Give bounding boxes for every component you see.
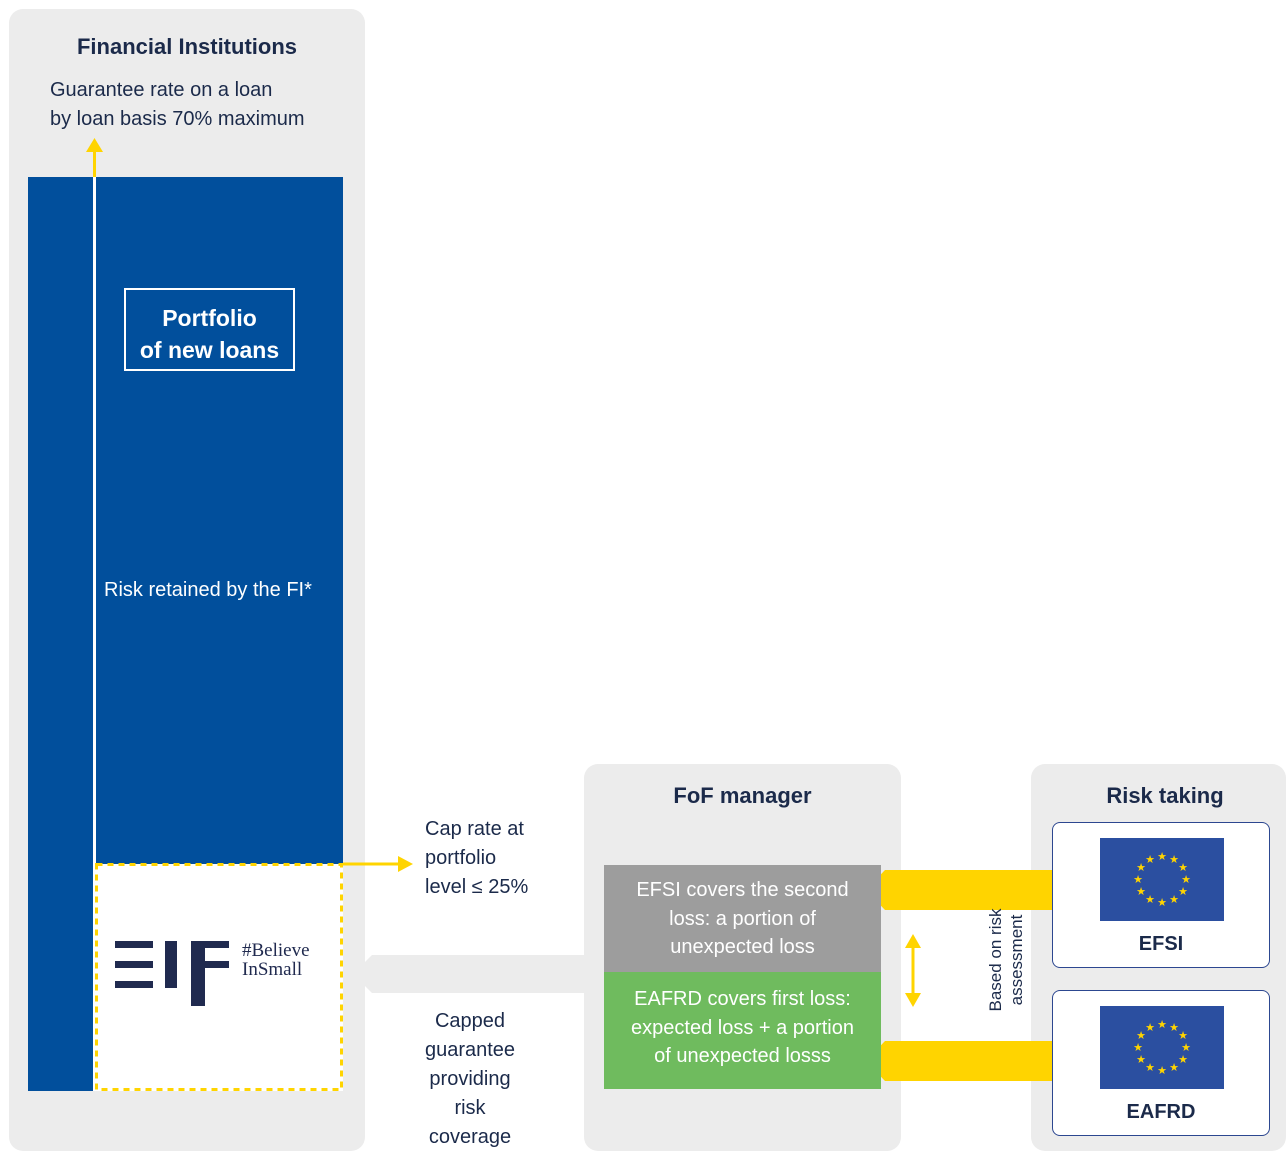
svg-text:★: ★	[1145, 853, 1155, 866]
guarantee-rate-line-1: Guarantee rate on a loan	[50, 79, 273, 101]
svg-text:★: ★	[1145, 1061, 1155, 1074]
capped-guarantee-arrow	[353, 955, 584, 993]
risk-assessment-arrow-up	[905, 934, 921, 948]
svg-text:★: ★	[1178, 861, 1188, 874]
svg-text:★: ★	[1145, 1021, 1155, 1034]
eif-guarantee-area	[96, 864, 343, 1091]
efsi-box-line-3: unexpected loss	[670, 936, 815, 958]
svg-text:★: ★	[1169, 1061, 1179, 1074]
eafrd-box-line-2: expected loss + a portion	[631, 1016, 854, 1039]
eif-dotted-border	[95, 863, 343, 1091]
cap-rate-line-3: level ≤ 25%	[425, 876, 529, 898]
portfolio-line-1: Portfolio	[162, 305, 257, 331]
capped-line-2: guarantee	[424, 1039, 516, 1061]
guarantee-rate-text: Guarantee rate on a loan by loan basis 7…	[50, 76, 360, 134]
believe-in-small-text: #Believe InSmall	[242, 941, 310, 979]
capped-line-3: providing	[429, 1068, 511, 1090]
eafrd-label: EAFRD	[1126, 1101, 1196, 1123]
eu-stars-circle-icon: ★ ★ ★ ★ ★ ★ ★ ★ ★ ★ ★ ★	[1100, 838, 1224, 921]
insmall-line: InSmall	[242, 959, 303, 980]
eafrd-to-fof-arrow	[866, 1041, 1052, 1081]
portfolio-divider-line	[93, 177, 96, 1091]
svg-text:★: ★	[1157, 1018, 1167, 1031]
svg-text:★: ★	[1136, 1029, 1146, 1042]
svg-text:★: ★	[1145, 893, 1155, 906]
guarantee-arrow-head	[86, 138, 103, 152]
svg-text:★: ★	[1136, 861, 1146, 874]
svg-text:★: ★	[1169, 1021, 1179, 1034]
svg-text:★: ★	[1178, 885, 1188, 898]
cap-rate-arrow-head	[398, 856, 413, 872]
efsi-to-fof-arrow	[866, 870, 1052, 910]
eif-logo: #Believe InSmall	[115, 941, 330, 1007]
svg-text:★: ★	[1157, 850, 1167, 863]
believe-line: #Believe	[242, 940, 310, 961]
eu-stars-circle-icon: ★ ★ ★ ★ ★ ★ ★ ★ ★ ★ ★ ★	[1100, 1006, 1224, 1089]
svg-text:★: ★	[1181, 1041, 1191, 1054]
eafrd-box-line-1: EAFRD covers first loss:	[634, 988, 851, 1010]
eafrd-flag-box: ★ ★ ★ ★ ★ ★ ★ ★ ★ ★ ★ ★ EAFRD	[1052, 990, 1270, 1136]
svg-text:★: ★	[1169, 853, 1179, 866]
cap-rate-text: Cap rate at portfolio level ≤ 25%	[425, 815, 565, 902]
efsi-flag-box: ★ ★ ★ ★ ★ ★ ★ ★ ★ ★ ★ ★ EFSI	[1052, 822, 1270, 968]
svg-text:★: ★	[1136, 1053, 1146, 1066]
financial-institutions-title: Financial Institutions	[76, 34, 297, 59]
cap-rate-line-1: Cap rate at	[425, 818, 524, 840]
risk-assessment-arrow-down	[905, 993, 921, 1007]
svg-text:★: ★	[1133, 873, 1143, 886]
based-line-1: Based on risk	[986, 908, 1005, 1012]
efsi-box-line-1: EFSI covers the second	[636, 879, 849, 901]
svg-text:★: ★	[1178, 1053, 1188, 1066]
svg-text:★: ★	[1157, 896, 1167, 909]
cap-rate-line-2: portfolio	[425, 847, 497, 869]
svg-text:★: ★	[1136, 885, 1146, 898]
capped-line-4: risk	[454, 1097, 486, 1119]
capped-guarantee-text: Capped guarantee providing risk coverage	[400, 1007, 540, 1152]
guarantee-rate-line-2: by loan basis 70% maximum	[50, 108, 305, 130]
efsi-second-loss-box: EFSI covers the second loss: a portion o…	[604, 865, 881, 972]
portfolio-of-new-loans-box: Portfolio of new loans	[124, 288, 295, 371]
svg-text:★: ★	[1178, 1029, 1188, 1042]
based-line-2: assessment	[1007, 914, 1026, 1006]
eif-logo-mark	[115, 941, 229, 1006]
eafrd-first-loss-box: EAFRD covers first loss: expected loss +…	[604, 972, 881, 1089]
svg-text:★: ★	[1157, 1064, 1167, 1077]
eu-flag-icon: ★ ★ ★ ★ ★ ★ ★ ★ ★ ★ ★ ★	[1100, 1006, 1224, 1089]
svg-text:★: ★	[1169, 893, 1179, 906]
svg-text:★: ★	[1181, 873, 1191, 886]
risk-retained-text: Risk retained by the FI*	[104, 579, 312, 601]
capped-line-1: Capped	[434, 1010, 506, 1032]
fof-manager-title: FoF manager	[673, 783, 812, 808]
capped-line-5: coverage	[428, 1126, 512, 1148]
portfolio-line-2: of new loans	[139, 337, 280, 363]
efsi-label: EFSI	[1138, 933, 1184, 955]
efsi-box-line-2: loss: a portion of	[669, 907, 816, 930]
risk-taking-title: Risk taking	[1106, 783, 1224, 808]
based-on-risk-assessment-text: Based on risk assessment	[985, 880, 1027, 1040]
svg-text:★: ★	[1133, 1041, 1143, 1054]
eafrd-box-line-3: of unexpected losss	[654, 1045, 831, 1067]
eu-flag-icon: ★ ★ ★ ★ ★ ★ ★ ★ ★ ★ ★ ★	[1100, 838, 1224, 921]
